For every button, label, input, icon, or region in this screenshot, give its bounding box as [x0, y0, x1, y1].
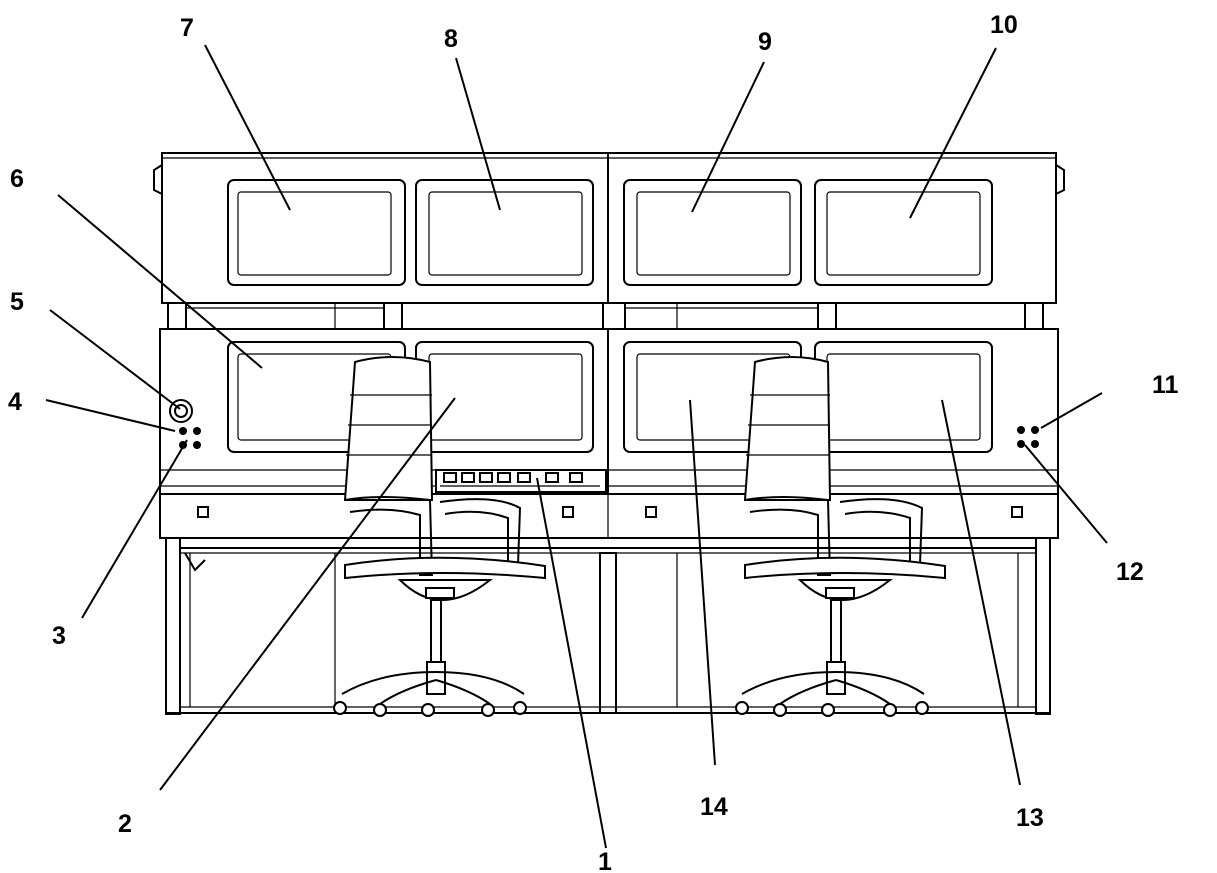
callout-3: 3 [52, 622, 66, 650]
callout-6: 6 [10, 165, 24, 193]
chair-left [333, 356, 546, 717]
callout-2: 2 [118, 810, 132, 838]
leader-7 [204, 44, 291, 211]
leader-2 [159, 397, 456, 791]
leader-lines [45, 44, 1108, 849]
upper-monitor-9 [623, 179, 802, 286]
leader-1 [536, 477, 607, 849]
connector-panel [435, 469, 607, 493]
callout-8: 8 [444, 25, 458, 53]
upper-monitor-8 [415, 179, 594, 286]
leader-4 [45, 399, 176, 432]
leader-5 [49, 309, 181, 410]
upper-monitor-housing [153, 152, 1065, 330]
leader-11 [1040, 392, 1103, 429]
leader-14 [689, 399, 716, 766]
callout-5: 5 [10, 288, 24, 316]
callout-11: 11 [1152, 371, 1179, 399]
leader-3 [81, 439, 188, 619]
callout-1: 1 [598, 848, 612, 873]
leader-12 [1024, 444, 1108, 544]
right-control-buttons [1017, 426, 1039, 448]
leader-8 [455, 57, 501, 211]
callout-labels: 1 2 3 4 5 6 7 8 9 10 11 12 13 14 [8, 11, 1179, 873]
callout-12: 12 [1116, 558, 1144, 586]
callout-10: 10 [990, 11, 1018, 39]
leader-9 [691, 61, 765, 213]
leader-13 [941, 399, 1021, 786]
callout-7: 7 [180, 14, 194, 42]
callout-13: 13 [1016, 804, 1044, 832]
leader-6 [57, 194, 263, 369]
leader-10 [909, 47, 997, 219]
desk [159, 493, 1059, 715]
upper-monitor-7 [227, 179, 406, 286]
callout-14: 14 [700, 793, 728, 821]
chair-right [735, 356, 946, 717]
upper-monitor-10 [814, 179, 993, 286]
callout-9: 9 [758, 28, 772, 56]
callout-4: 4 [8, 388, 22, 416]
